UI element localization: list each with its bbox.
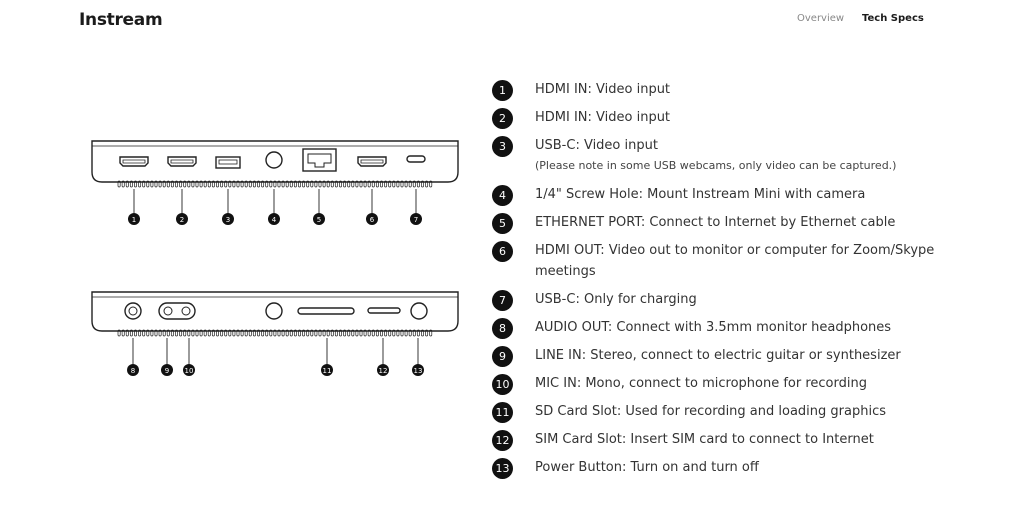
spec-number-badge: 4 [492, 185, 513, 206]
spec-number-badge: 5 [492, 213, 513, 234]
spec-note: (Please note in some USB webcams, only v… [535, 159, 897, 172]
audio-out-8 [124, 302, 142, 320]
screw-hole-bottom [265, 302, 283, 320]
top-nav: Overview Tech Specs [0, 13, 1024, 27]
spec-text: USB-C: Only for charging [535, 292, 697, 307]
line-in-9 [163, 306, 173, 316]
spec-text: 1/4" Screw Hole: Mount Instream Mini wit… [535, 187, 866, 202]
spec-text: LINE IN: Stereo, connect to electric gui… [535, 348, 901, 363]
usbc-port-7 [406, 155, 426, 163]
spec-number-badge: 9 [492, 346, 513, 367]
bottom-marker-label: 8 [131, 367, 135, 375]
spec-number-badge: 12 [492, 430, 513, 451]
spec-text: ETHERNET PORT: Connect to Internet by Et… [535, 215, 896, 230]
bottom-marker [377, 364, 389, 376]
bottom-marker-label: 13 [414, 367, 423, 375]
leaders-bottom: 8 9 10 11 12 13 [127, 338, 424, 376]
hdmi-port-6 [357, 156, 387, 167]
device-bottom-view [91, 291, 459, 332]
sim-card-slot-12 [367, 307, 401, 314]
bottom-marker [161, 364, 173, 376]
spec-number-badge: 2 [492, 108, 513, 129]
brand-logo[interactable]: Instream [79, 10, 163, 30]
leaders-top: 1 2 3 4 5 6 7 [128, 189, 422, 225]
spec-number-badge: 1 [492, 80, 513, 101]
hdmi-port-2 [167, 156, 197, 167]
top-marker [176, 213, 188, 225]
bottom-marker [127, 364, 139, 376]
bottom-marker-label: 12 [379, 367, 388, 375]
device-top-view [91, 140, 459, 183]
hdmi-port-1 [119, 156, 149, 167]
spec-text: HDMI IN: Video input [535, 82, 671, 97]
power-button-13 [410, 302, 428, 320]
top-marker-label: 4 [272, 216, 277, 224]
spec-number-badge: 8 [492, 318, 513, 339]
bottom-marker [183, 364, 195, 376]
top-marker [313, 213, 325, 225]
bottom-marker-label: 9 [165, 367, 169, 375]
bottom-marker [412, 364, 424, 376]
spec-text: SD Card Slot: Used for recording and loa… [535, 404, 886, 419]
sd-card-slot-11 [297, 307, 355, 315]
top-marker-label: 3 [226, 216, 230, 224]
top-marker-label: 7 [414, 216, 418, 224]
spec-number-badge: 11 [492, 402, 513, 423]
spec-text: Power Button: Turn on and turn off [535, 460, 759, 475]
spec-text: MIC IN: Mono, connect to microphone for … [535, 376, 867, 391]
nav-overview[interactable]: Overview [797, 13, 845, 24]
mic-in-10 [181, 306, 191, 316]
spec-text: HDMI OUT: Video out to monitor or comput… [535, 243, 935, 258]
bottom-marker [321, 364, 333, 376]
vents-top [117, 180, 433, 188]
spec-text: SIM Card Slot: Insert SIM card to connec… [535, 432, 874, 447]
bottom-marker-label: 11 [323, 367, 332, 375]
line-mic-block [158, 302, 196, 320]
top-marker-label: 2 [180, 216, 184, 224]
usb-port-3 [215, 156, 241, 169]
nav-tech-specs[interactable]: Tech Specs [862, 13, 924, 24]
ethernet-port-5 [302, 148, 337, 172]
spec-number-badge: 7 [492, 290, 513, 311]
spec-text: AUDIO OUT: Connect with 3.5mm monitor he… [535, 320, 892, 335]
spec-number-badge: 6 [492, 241, 513, 262]
spec-number-badge: 13 [492, 458, 513, 479]
bottom-marker-label: 10 [185, 367, 194, 375]
top-marker-label: 6 [370, 216, 375, 224]
top-marker [410, 213, 422, 225]
spec-text: USB-C: Video input [535, 138, 658, 153]
screw-hole-4 [265, 151, 283, 169]
top-marker-label: 1 [132, 216, 136, 224]
spec-number-badge: 3 [492, 136, 513, 157]
top-marker-label: 5 [317, 216, 321, 224]
top-marker [366, 213, 378, 225]
spec-number-badge: 10 [492, 374, 513, 395]
top-marker [268, 213, 280, 225]
spec-text-continued: meetings [535, 264, 596, 279]
top-marker [128, 213, 140, 225]
top-marker [222, 213, 234, 225]
vents-bottom [117, 329, 433, 337]
spec-text: HDMI IN: Video input [535, 110, 671, 125]
